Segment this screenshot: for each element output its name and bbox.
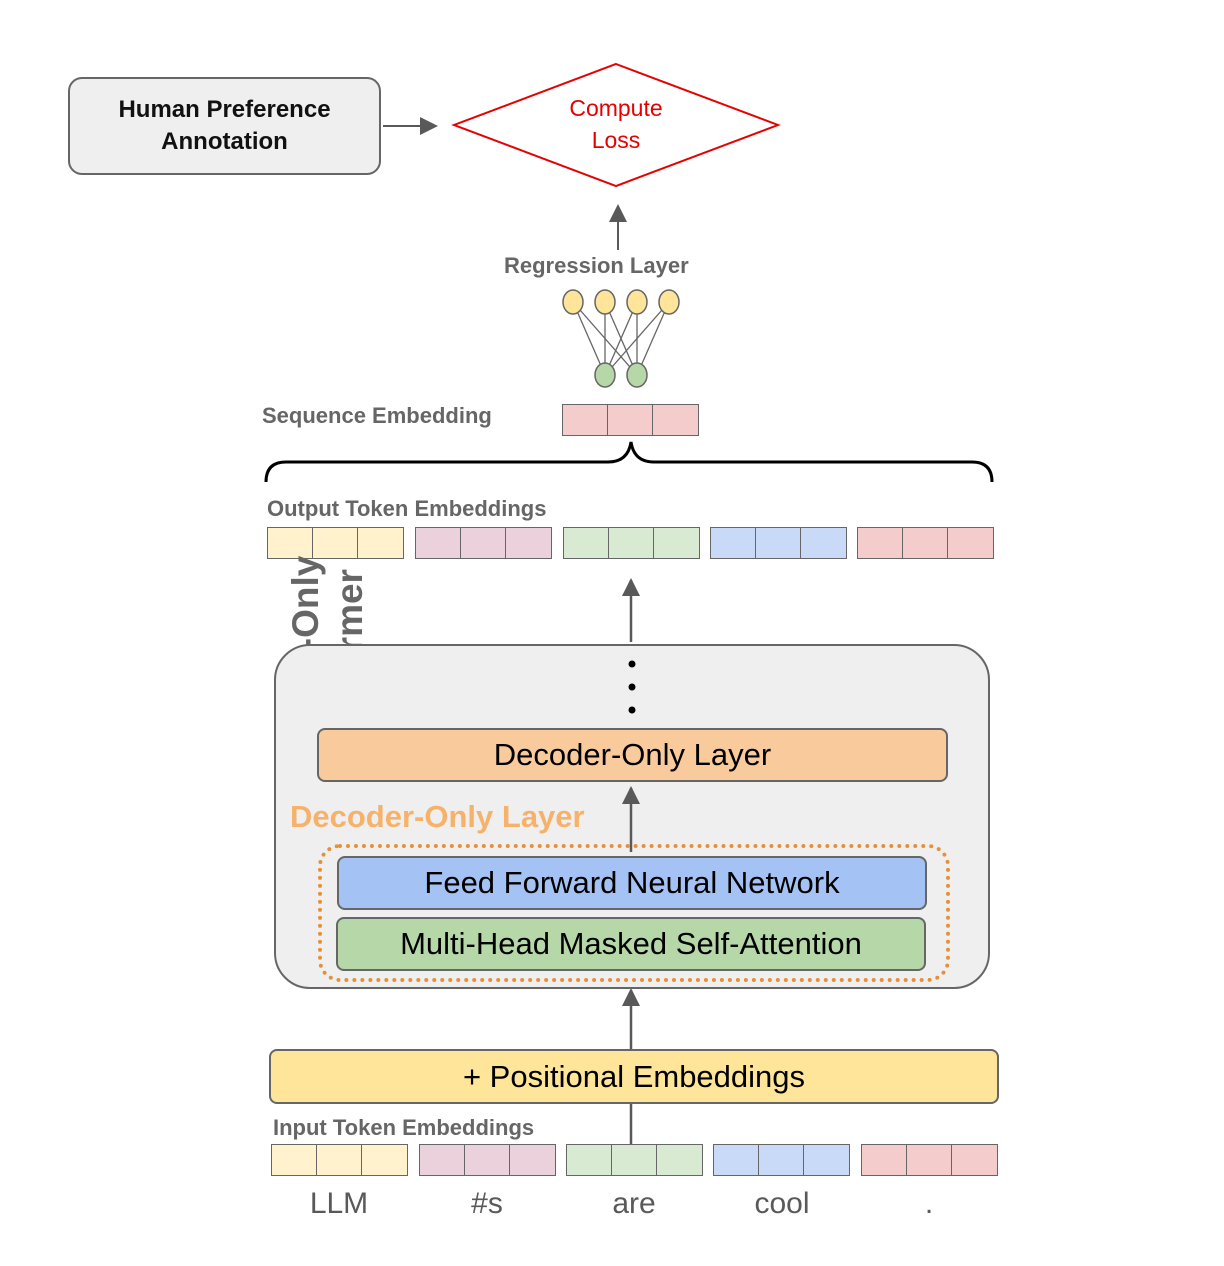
input-token-4 [713, 1144, 850, 1176]
sequence-embedding-label: Sequence Embedding [262, 403, 492, 428]
ellipsis-dot-3 [628, 706, 636, 714]
input-token-5 [861, 1144, 998, 1176]
output-token-embeddings [267, 527, 997, 559]
positional-embeddings-box: + Positional Embeddings [269, 1049, 999, 1104]
human-annotation-line1: Human Preference [118, 96, 331, 123]
decoder-layer-detail-label: Decoder-Only Layer [290, 799, 585, 834]
regression-layer-label: Regression Layer [504, 253, 689, 278]
decoder-layer-box: Decoder-Only Layer [317, 728, 948, 782]
feed-forward-box: Feed Forward Neural Network [337, 856, 927, 910]
decoder-layer-detail-outline [318, 844, 950, 982]
regression-input-node-2 [626, 362, 648, 388]
regression-node-4 [658, 289, 680, 315]
self-attention-box: Multi-Head Masked Self-Attention [336, 917, 926, 971]
regression-input-nodes [594, 362, 648, 388]
compute-loss-diamond [451, 62, 781, 188]
output-token-2 [415, 527, 552, 559]
pooling-brace [264, 441, 994, 483]
regression-node-3 [626, 289, 648, 315]
token-word-2: #s [471, 1187, 503, 1220]
token-word-4: cool [754, 1187, 810, 1220]
token-word-1: LLM [309, 1187, 369, 1220]
output-token-3 [563, 527, 700, 559]
regression-output-nodes [562, 289, 680, 315]
input-token-1 [271, 1144, 408, 1176]
input-token-embeddings-label: Input Token Embeddings [273, 1115, 535, 1141]
human-annotation-line2: Annotation [161, 128, 288, 155]
regression-node-2 [594, 289, 616, 315]
compute-loss-label: Compute Loss [516, 92, 716, 156]
input-token-2 [419, 1144, 556, 1176]
regression-node-1 [562, 289, 584, 315]
human-preference-annotation-box: Human Preference Annotation [68, 77, 381, 175]
input-token-3 [566, 1144, 703, 1176]
sequence-embedding-vector [562, 404, 699, 436]
token-word-3: are [612, 1187, 656, 1220]
input-token-embeddings [271, 1144, 1001, 1176]
ellipsis-dot-1 [628, 660, 636, 668]
output-token-embeddings-label: Output Token Embeddings [267, 496, 547, 521]
output-token-4 [710, 527, 847, 559]
token-word-5: . [924, 1187, 934, 1220]
compute-loss-line2: Loss [591, 127, 641, 153]
compute-loss-line1: Compute [569, 95, 663, 121]
output-token-1 [267, 527, 404, 559]
regression-input-node-1 [594, 362, 616, 388]
ellipsis-dot-2 [628, 683, 636, 691]
output-token-5 [857, 527, 994, 559]
